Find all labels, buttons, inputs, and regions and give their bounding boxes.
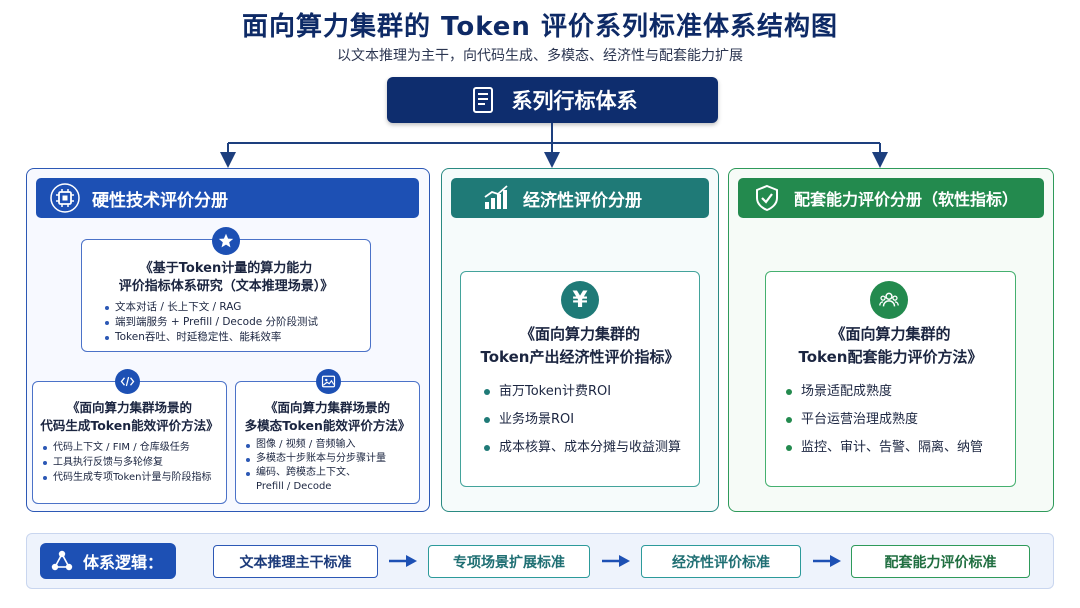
support-banner: 配套能力评价分册（软性指标）: [738, 178, 1044, 218]
list-item: 业务场景ROI: [483, 406, 699, 434]
logic-step-support: 配套能力评价标准: [851, 545, 1030, 578]
list-item: 图像 / 视频 / 音频输入: [245, 438, 419, 452]
logic-label-text: 体系逻辑：: [83, 553, 164, 572]
text-inference-title-line1: 《基于Token计量的算力能力: [139, 261, 313, 276]
chip-icon: [50, 183, 80, 213]
list-item: 代码生成专项Token计量与阶段指标: [42, 470, 226, 485]
yen-symbol: ¥: [572, 287, 588, 313]
image-icon: [316, 369, 341, 394]
list-item: 场景适配成熟度: [785, 378, 1015, 406]
economic-title-line2: Token产出经济性评价指标》: [480, 348, 680, 366]
bar-chart-icon: [484, 185, 508, 209]
text-inference-title-line2: 评价指标体系研究（文本推理场景）》: [118, 279, 334, 294]
code-icon: [115, 369, 140, 394]
document-icon: [472, 87, 493, 113]
code-title-line1: 《面向算力集群场景的: [66, 400, 192, 415]
network-icon: [51, 550, 73, 571]
logic-label: 体系逻辑：: [40, 543, 176, 579]
multimodal-card: 《面向算力集群场景的 多模态Token能效评价方法》 图像 / 视频 / 音频输…: [235, 381, 420, 504]
economic-title-line1: 《面向算力集群的: [519, 325, 640, 343]
list-item: Token吞吐、时延稳定性、能耗效率: [104, 330, 370, 345]
support-banner-label: 配套能力评价分册（软性指标）: [794, 190, 1019, 209]
code-title-line2: 代码生成Token能效评价方法》: [40, 418, 219, 433]
yen-icon: ¥: [561, 281, 599, 319]
list-item: 亩万Token计费ROI: [483, 378, 699, 406]
list-item: 端到端服务 + Prefill / Decode 分阶段测试: [104, 315, 370, 330]
support-bullets: 场景适配成熟度 平台运营治理成熟度 监控、审计、告警、隔离、纳管: [785, 378, 1015, 462]
list-item: 平台运营治理成熟度: [785, 406, 1015, 434]
shield-check-icon: [756, 184, 778, 212]
list-item: 编码、跨模态上下文、: [245, 466, 419, 480]
users-icon: [870, 281, 908, 319]
support-title-line1: 《面向算力集群的: [830, 325, 951, 343]
code-bullets: 代码上下文 / FIM / 仓库级任务 工具执行反馈与多轮修复 代码生成专项To…: [42, 440, 226, 485]
list-item: 成本核算、成本分摊与收益测算: [483, 434, 699, 462]
economic-bullets: 亩万Token计费ROI 业务场景ROI 成本核算、成本分摊与收益测算: [483, 378, 699, 462]
list-item: 多模态十步账本与分步骤计量: [245, 452, 419, 466]
page-subtitle: 以文本推理为主干，向代码生成、多模态、经济性与配套能力扩展: [337, 48, 743, 64]
list-item: 代码上下文 / FIM / 仓库级任务: [42, 440, 226, 455]
list-item: 监控、审计、告警、隔离、纳管: [785, 434, 1015, 462]
logic-step-text-inference: 文本推理主干标准: [213, 545, 378, 578]
star-icon: [212, 227, 240, 255]
list-item: 工具执行反馈与多轮修复: [42, 455, 226, 470]
multimodal-bullets: 图像 / 视频 / 音频输入 多模态十步账本与分步骤计量 编码、跨模态上下文、: [245, 438, 419, 480]
arrow-right-icon: [602, 555, 630, 567]
multimodal-title-line1: 《面向算力集群场景的: [264, 400, 390, 415]
logic-step-scenario-extension: 专项场景扩展标准: [428, 545, 590, 578]
arrow-right-icon: [813, 555, 841, 567]
text-inference-bullets: 文本对话 / 长上下文 / RAG 端到端服务 + Prefill / Deco…: [104, 300, 370, 345]
economic-banner-label: 经济性评价分册: [523, 190, 642, 211]
text-inference-card: 《基于Token计量的算力能力 评价指标体系研究（文本推理场景）》 文本对话 /…: [81, 239, 371, 352]
root-branches: [220, 123, 888, 168]
support-title-line2: Token配套能力评价方法》: [798, 348, 983, 366]
code-generation-card: 《面向算力集群场景的 代码生成Token能效评价方法》 代码上下文 / FIM …: [32, 381, 227, 504]
multimodal-title-line2: 多模态Token能效评价方法》: [244, 418, 411, 433]
multimodal-bullet-continuation: Prefill / Decode: [256, 481, 332, 492]
root-label: 系列行标体系: [511, 89, 638, 113]
arrow-right-icon: [389, 555, 417, 567]
logic-step-economic: 经济性评价标准: [641, 545, 801, 578]
page-title: 面向算力集群的 Token 评价系列标准体系结构图: [242, 12, 838, 42]
hard-tech-banner: 硬性技术评价分册: [36, 178, 419, 218]
root-node: 系列行标体系: [387, 77, 718, 123]
hard-tech-banner-label: 硬性技术评价分册: [92, 190, 228, 211]
list-item: 文本对话 / 长上下文 / RAG: [104, 300, 370, 315]
economic-banner: 经济性评价分册: [451, 178, 709, 218]
